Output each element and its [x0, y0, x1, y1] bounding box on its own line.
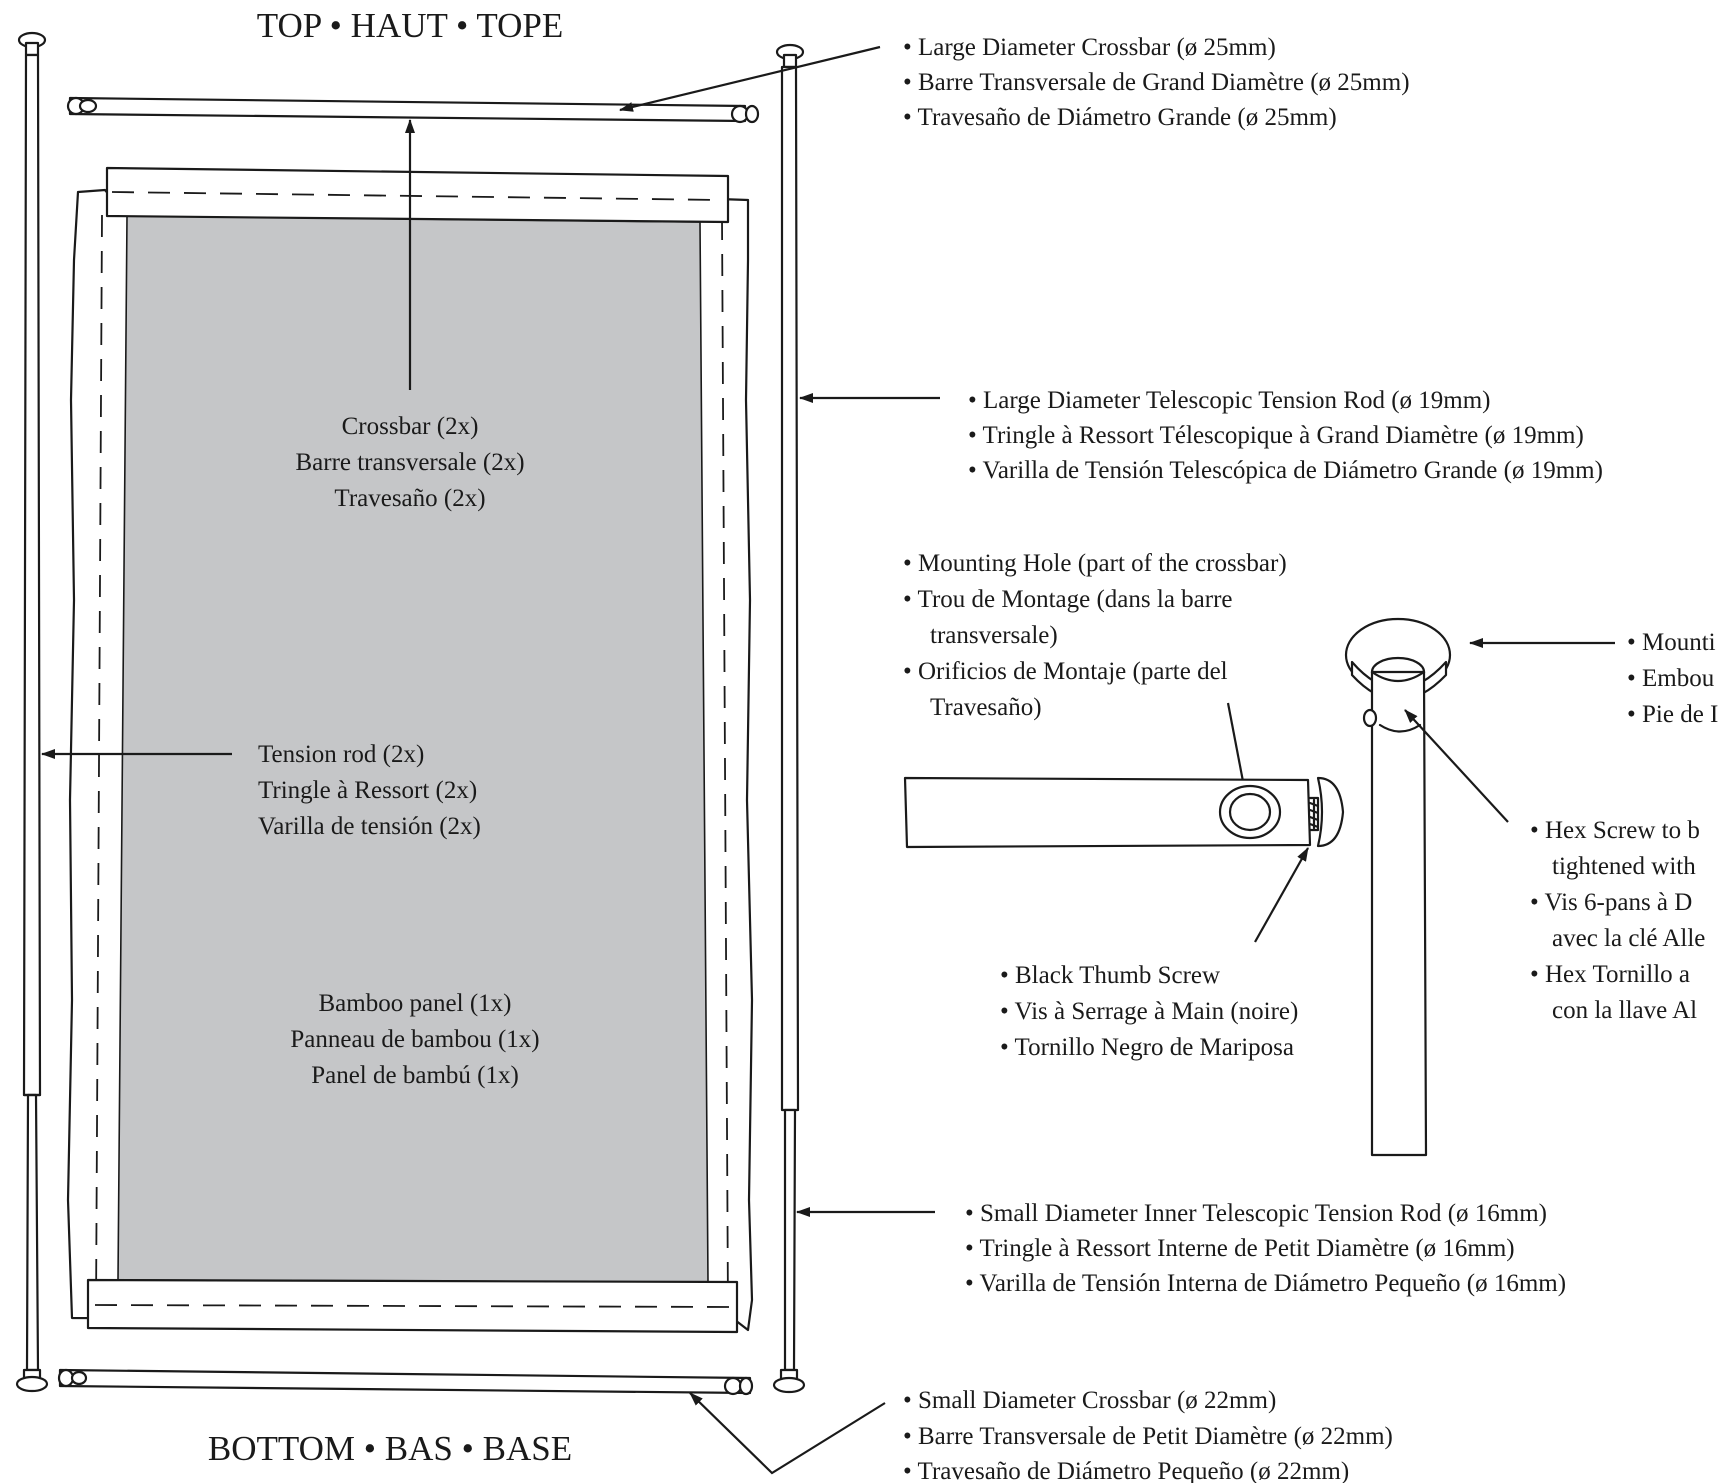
left-tension-rod	[15, 31, 49, 1393]
top-sleeve-seam	[111, 191, 723, 201]
svg-text:avec la clé Alle: avec la clé Alle	[1552, 925, 1705, 952]
svg-text:tightened with: tightened with	[1552, 853, 1696, 880]
svg-text:• Tornillo Negro de Mariposa: • Tornillo Negro de Mariposa	[1000, 1034, 1294, 1061]
bottom-label: BOTTOM • BAS • BASE	[208, 1429, 572, 1468]
left-seam	[95, 214, 103, 1311]
svg-text:Panneau de bambou (1x): Panneau de bambou (1x)	[290, 1026, 539, 1053]
svg-text:• Black Thumb Screw: • Black Thumb Screw	[1000, 962, 1220, 989]
small-crossbar-callout: • Small Diameter Crossbar (ø 22mm) • Bar…	[903, 1387, 1393, 1483]
svg-text:• Hex Screw to b: • Hex Screw to b	[1530, 817, 1700, 844]
svg-text:• Large Diameter Crossbar (ø 2: • Large Diameter Crossbar (ø 25mm)	[903, 34, 1276, 61]
svg-text:• Travesaño de Diámetro Grande: • Travesaño de Diámetro Grande (ø 25mm)	[903, 104, 1337, 131]
large-crossbar-arrow	[619, 45, 881, 112]
svg-text:• Orificios de Montaje (parte: • Orificios de Montaje (parte del	[903, 658, 1228, 685]
bottom-sleeve	[86, 1278, 739, 1334]
right-tension-rod	[772, 43, 806, 1394]
crossbar-label: Crossbar (2x) Barre transversale (2x) Tr…	[295, 413, 524, 512]
svg-text:• Mounting Hole (part of the c: • Mounting Hole (part of the crossbar)	[903, 550, 1287, 577]
small-crossbar-arrow	[689, 1392, 886, 1475]
svg-text:Varilla de tensión (2x): Varilla de tensión (2x)	[258, 813, 481, 840]
svg-text:transversale): transversale)	[930, 622, 1058, 649]
svg-text:• Barre Transversale de Grand: • Barre Transversale de Grand Diamètre (…	[903, 69, 1410, 96]
svg-text:Tension rod (2x): Tension rod (2x)	[258, 741, 424, 768]
thumb-screw-arrow	[1254, 847, 1309, 943]
svg-text:• Embou: • Embou	[1627, 665, 1715, 692]
tension-rod-label: Tension rod (2x) Tringle à Ressort (2x) …	[258, 741, 481, 840]
hex-screw-callout: • Hex Screw to b tightened with • Vis 6-…	[1530, 817, 1705, 1024]
top-label: TOP • HAUT • TOPE	[257, 6, 564, 45]
svg-text:• Small Diameter Crossbar (ø 2: • Small Diameter Crossbar (ø 22mm)	[903, 1387, 1276, 1414]
svg-text:• Mounti: • Mounti	[1627, 629, 1716, 656]
svg-text:• Large Diameter Telescopic Te: • Large Diameter Telescopic Tension Rod …	[968, 387, 1491, 414]
svg-text:• Travesaño de Diámetro Pequeñ: • Travesaño de Diámetro Pequeño (ø 22mm)	[903, 1458, 1349, 1483]
svg-text:• Vis 6-pans à D: • Vis 6-pans à D	[1530, 889, 1692, 916]
bamboo-panel-label: Bamboo panel (1x) Panneau de bambou (1x)…	[290, 990, 539, 1089]
svg-text:• Small Diameter Inner Telesco: • Small Diameter Inner Telescopic Tensio…	[965, 1200, 1547, 1227]
svg-text:• Pie de I: • Pie de I	[1627, 701, 1718, 728]
svg-text:Tringle à Ressort (2x): Tringle à Ressort (2x)	[258, 777, 477, 804]
right-seam	[721, 217, 729, 1311]
small-tension-rod-callout: • Small Diameter Inner Telescopic Tensio…	[965, 1200, 1566, 1297]
bottom-crossbar	[57, 1368, 754, 1396]
crossbar-detail	[903, 776, 1345, 849]
large-tension-rod-callout: • Large Diameter Telescopic Tension Rod …	[968, 387, 1603, 484]
svg-text:Barre transversale (2x): Barre transversale (2x)	[295, 449, 524, 476]
svg-text:• Hex Tornillo a: • Hex Tornillo a	[1530, 961, 1690, 988]
svg-text:Bamboo panel (1x): Bamboo panel (1x)	[318, 990, 511, 1017]
svg-text:• Vis à Serrage à Main (noire): • Vis à Serrage à Main (noire)	[1000, 998, 1298, 1025]
rod-foot-detail	[1344, 617, 1452, 1157]
top-crossbar	[66, 96, 760, 124]
svg-text:Travesaño (2x): Travesaño (2x)	[334, 485, 485, 512]
large-crossbar-callout: • Large Diameter Crossbar (ø 25mm) • Bar…	[903, 34, 1410, 131]
thumb-screw-callout: • Black Thumb Screw • Vis à Serrage à Ma…	[1000, 962, 1298, 1061]
mounting-hole-callout: • Mounting Hole (part of the crossbar) •…	[903, 550, 1287, 721]
svg-text:• Tringle à Ressort Télescopiq: • Tringle à Ressort Télescopique à Grand…	[968, 422, 1584, 449]
svg-text:Travesaño): Travesaño)	[930, 694, 1042, 721]
svg-text:con la llave Al: con la llave Al	[1552, 997, 1697, 1024]
top-sleeve	[105, 166, 730, 224]
svg-text:Panel de bambú (1x): Panel de bambú (1x)	[311, 1062, 519, 1089]
svg-text:• Varilla de Tensión Telescópi: • Varilla de Tensión Telescópica de Diám…	[968, 457, 1603, 484]
svg-text:• Varilla de Tensión Interna d: • Varilla de Tensión Interna de Diámetro…	[965, 1270, 1566, 1297]
svg-text:• Trou de Montage (dans la bar: • Trou de Montage (dans la barre	[903, 586, 1233, 613]
mounting-foot-callout: • Mounti • Embou • Pie de I	[1627, 629, 1718, 728]
svg-text:• Barre Transversale de Petit: • Barre Transversale de Petit Diamètre (…	[903, 1423, 1393, 1450]
svg-text:Crossbar (2x): Crossbar (2x)	[342, 413, 479, 440]
hex-screw-arrow	[1404, 709, 1509, 823]
svg-text:• Tringle à Ressort Interne de: • Tringle à Ressort Interne de Petit Dia…	[965, 1235, 1515, 1262]
